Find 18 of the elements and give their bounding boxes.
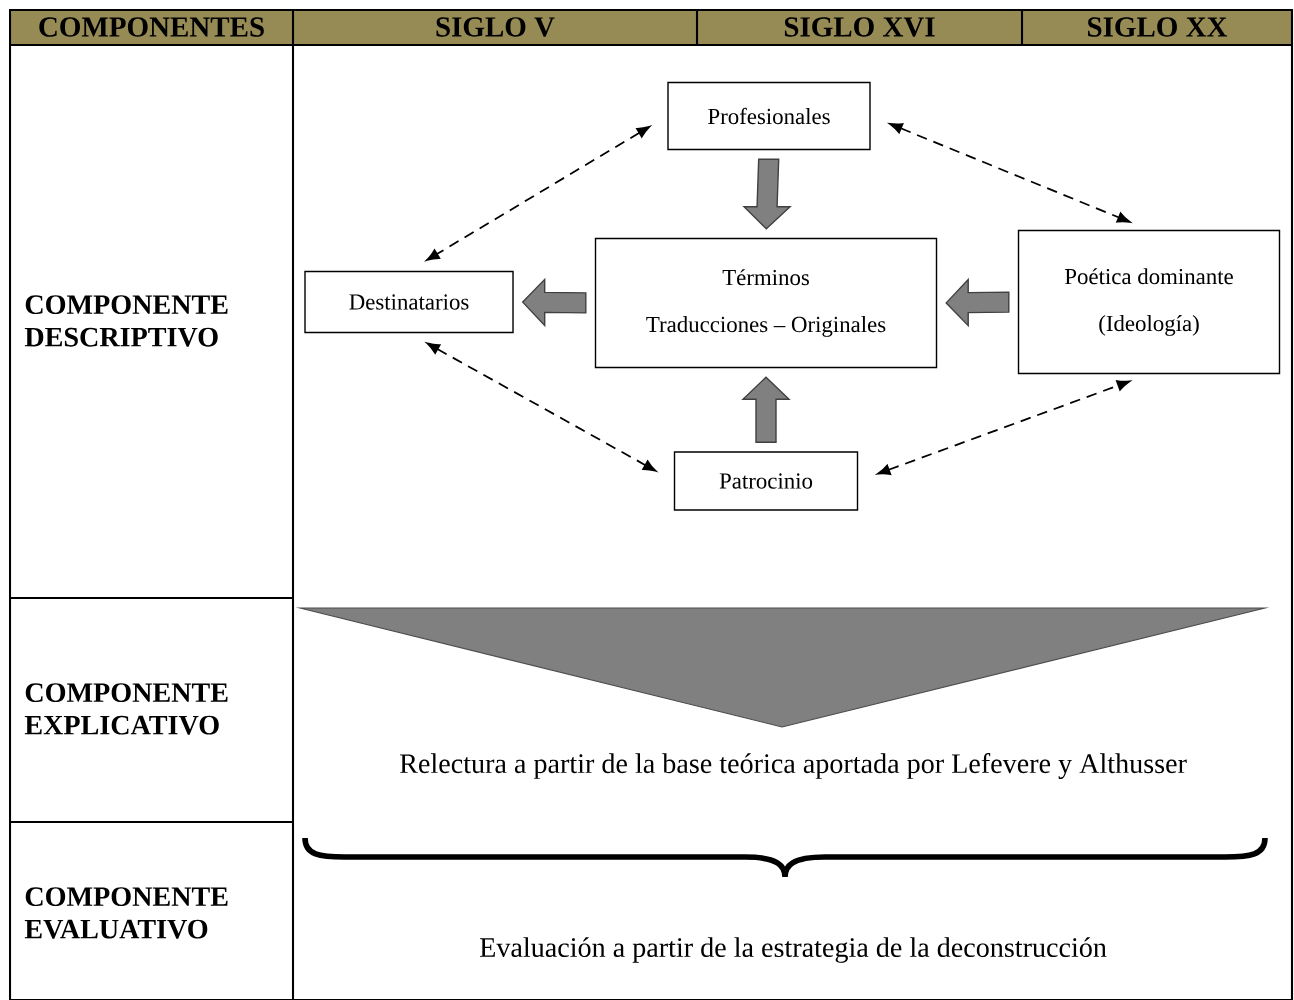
text-box: Destinatarios	[304, 270, 514, 334]
caption-text: Evaluación a partir de la estrategia de la deconstrucción	[480, 937, 1107, 963]
dashed-arrow	[889, 123, 1131, 223]
row-heading: COMPONENTE DESCRIPTIVO	[24, 295, 228, 347]
dashed-arrow	[426, 342, 657, 472]
dashed-arrow	[426, 125, 651, 261]
block-arrow	[521, 277, 587, 328]
row-heading: COMPONENTE EXPLICATIVO	[24, 683, 228, 735]
text-box: Profesionales	[667, 81, 871, 151]
block-arrow	[741, 376, 791, 443]
row-heading: COMPONENTE EVALUATIVO	[24, 887, 228, 939]
text-box: Términos Traducciones – Originales	[594, 237, 938, 369]
text-box: Poética dominante (Ideología)	[1017, 229, 1281, 375]
block-arrow	[945, 277, 1010, 328]
text-box: Patrocinio	[673, 451, 859, 511]
caption-text: Relectura a partir de la base teórica aportada por Lefevere y Althusser	[400, 753, 1187, 779]
block-arrow	[742, 158, 792, 230]
dashed-arrow	[877, 380, 1131, 475]
